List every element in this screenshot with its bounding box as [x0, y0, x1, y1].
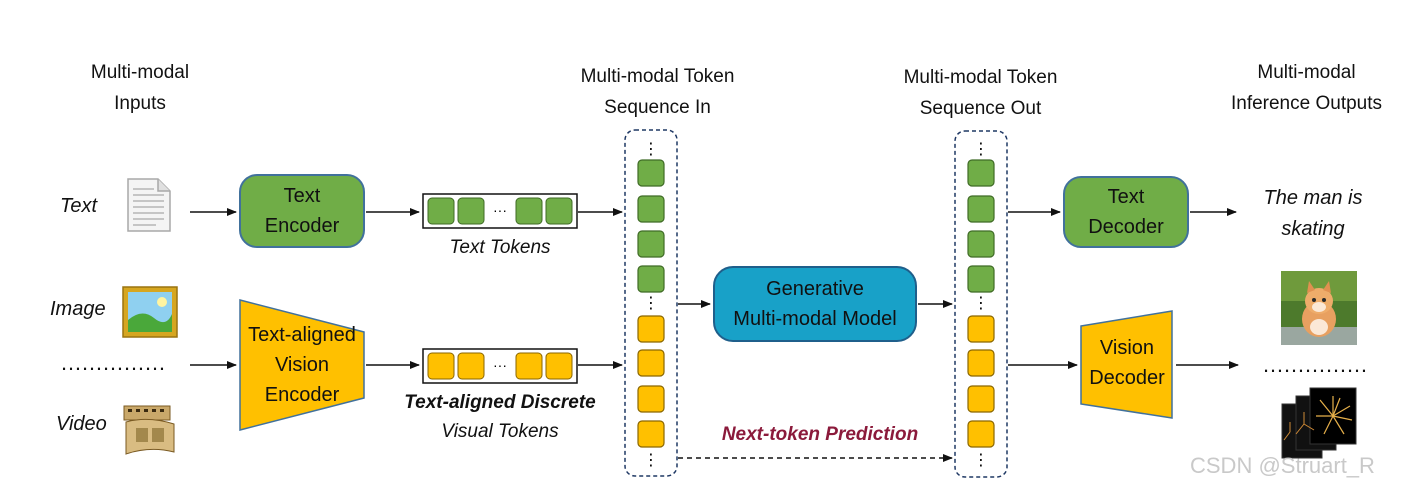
arrows [190, 208, 1239, 462]
vision-encoder-line1: Text-aligned [248, 324, 356, 346]
text-token [637, 230, 665, 258]
model-line2: Multi-modal Model [733, 308, 897, 330]
visual-token [637, 315, 665, 343]
vision-encoder-line2: Vision [274, 354, 330, 376]
visual-token [515, 352, 543, 380]
vision-encoder-line3: Encoder [264, 384, 340, 406]
text-decoder-line2: Decoder [1088, 216, 1164, 238]
outputs-header-line1: Multi-modal [1257, 62, 1356, 83]
visual-tokens-caption: Visual Tokens [441, 421, 559, 442]
visual-token [637, 349, 665, 377]
visual-token [967, 315, 995, 343]
seq-out-header-line2: Sequence Out [919, 98, 1042, 119]
visual-token [637, 420, 665, 448]
generative-model-box: Generative Multi-modal Model [713, 266, 917, 342]
document-icon [127, 178, 171, 232]
input-label-image: Image [50, 298, 106, 320]
text-token [427, 197, 455, 225]
sequence-dashed-frame [624, 129, 678, 477]
input-label-video: Video [56, 413, 107, 435]
input-label-dots: …………… [60, 350, 166, 375]
text-token [967, 159, 995, 187]
token-ellipsis: ⋮ [973, 452, 989, 469]
text-output: The man is skating [1238, 183, 1388, 245]
vision-decoder-shape [1080, 310, 1173, 419]
seq-in-header-line2: Sequence In [604, 97, 711, 118]
visual-token [545, 352, 573, 380]
text-token [637, 159, 665, 187]
text-encoder-line1: Text [283, 185, 321, 207]
visual-token [967, 385, 995, 413]
visual-token [427, 352, 455, 380]
text-tokens-caption: Text Tokens [449, 237, 551, 258]
text-encoder-box: Text Encoder [239, 174, 365, 248]
seq-in-header-line1: Multi-modal Token [580, 66, 735, 87]
text-token [967, 230, 995, 258]
text-token [967, 195, 995, 223]
text-token [515, 197, 543, 225]
visual-token [637, 385, 665, 413]
picture-icon [122, 286, 178, 338]
token-ellipsis: ⋮ [973, 141, 989, 158]
text-decoder-line1: Text [1107, 186, 1145, 208]
outputs-header: Multi-modal Inference Outputs [1200, 57, 1408, 119]
vision-decoder-label: Vision Decoder [1080, 330, 1174, 396]
inputs-header: Multi-modal Inputs [55, 57, 225, 119]
token-ellipsis: ⋮ [643, 452, 659, 469]
visual-tokens-caption-bold: Text-aligned Discrete [404, 392, 596, 413]
visual-token [457, 352, 485, 380]
token-ellipsis: ⋮ [643, 295, 659, 312]
text-token [637, 265, 665, 293]
vision-decoder-line2: Decoder [1089, 367, 1165, 389]
seq-out-header: Multi-modal Token Sequence Out [868, 62, 1093, 124]
inputs-header-line2: Inputs [114, 93, 166, 114]
text-token [545, 197, 573, 225]
token-ellipsis: ⋮ [643, 141, 659, 158]
visual-token-strip: ··· [422, 348, 578, 384]
token-ellipsis: ⋮ [973, 295, 989, 312]
model-line1: Generative [766, 278, 864, 300]
vision-encoder-label: Text-aligned Vision Encoder [238, 320, 366, 410]
visual-strip-ellipsis: ··· [493, 357, 507, 373]
seq-out-header-line1: Multi-modal Token [903, 67, 1058, 88]
vision-decoder-line1: Vision [1099, 337, 1155, 359]
input-label-text: Text [60, 195, 98, 217]
text-output-line2: skating [1281, 218, 1345, 240]
inputs-header-line1: Multi-modal [90, 62, 190, 83]
next-token-prediction-label: Next-token Prediction [722, 424, 918, 445]
text-output-line1: The man is [1263, 187, 1363, 209]
text-strip-ellipsis: ··· [493, 202, 507, 218]
sequence-dashed-frame [954, 130, 1008, 478]
text-token-strip: ··· [422, 193, 578, 229]
outputs-header-line2: Inference Outputs [1230, 93, 1383, 114]
vision-encoder-shape [239, 299, 365, 431]
text-token [457, 197, 485, 225]
film-reel-icon [123, 405, 175, 455]
video-output-image [1281, 387, 1357, 459]
visual-token [967, 420, 995, 448]
watermark: CSDN @Struart_R [1190, 453, 1375, 478]
kitten-image [1281, 271, 1357, 345]
text-token [637, 195, 665, 223]
output-dots: …………… [1262, 352, 1368, 377]
sequence-out-column: ⋮ ⋮ ⋮ [954, 130, 1008, 478]
text-decoder-box: Text Decoder [1063, 176, 1189, 248]
sequence-in-column: ⋮ ⋮ ⋮ [624, 129, 678, 477]
visual-token [967, 349, 995, 377]
text-token [967, 265, 995, 293]
seq-in-header: Multi-modal Token Sequence In [545, 61, 770, 123]
text-encoder-line2: Encoder [264, 215, 340, 237]
